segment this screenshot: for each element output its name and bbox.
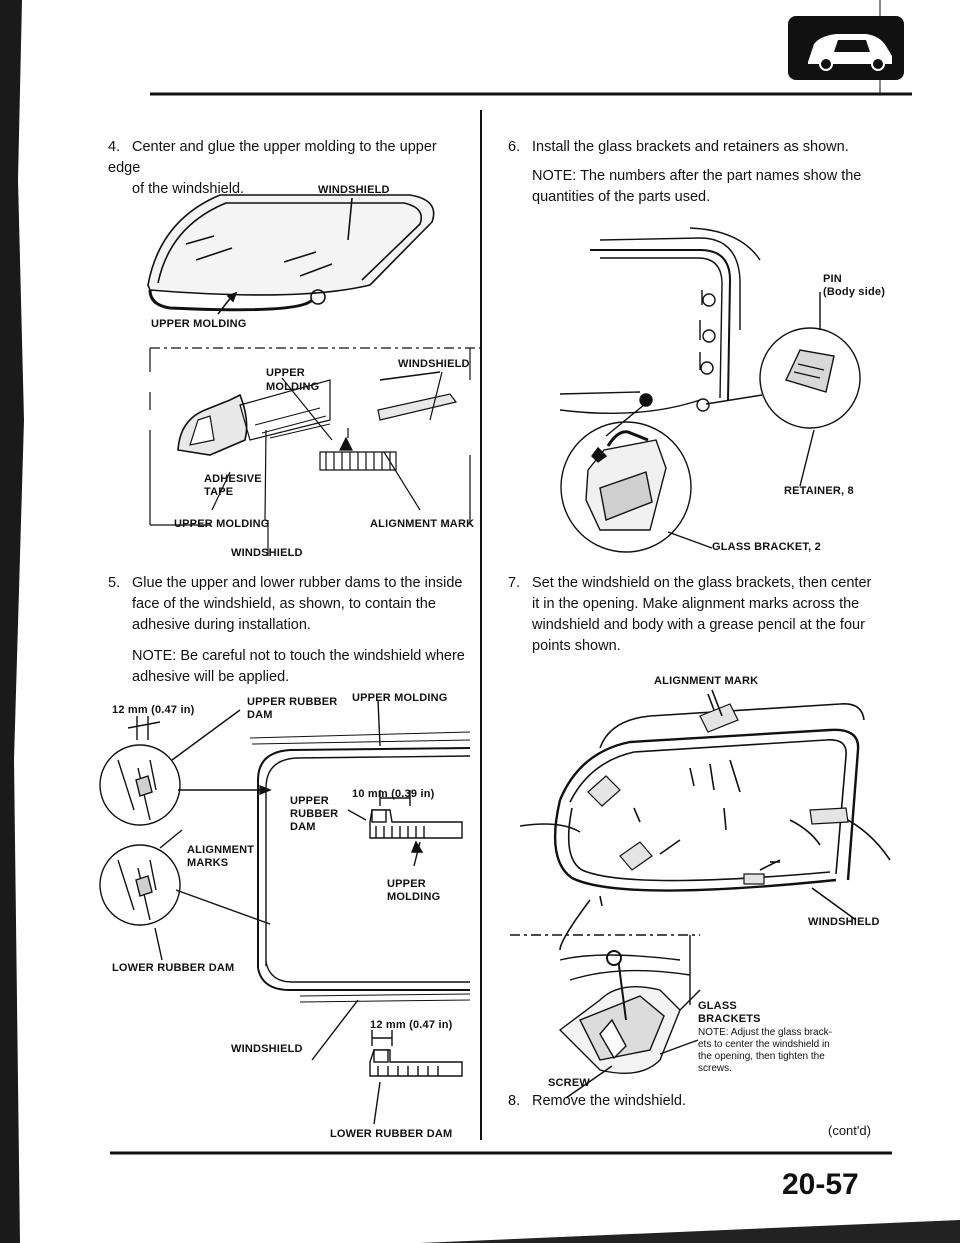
fig2-upper-label: UPPER [266,367,305,380]
fig5-alignment-mark-label: ALIGNMENT MARK [654,675,758,688]
fig6-note: NOTE: Adjust the glass brack- ets to cen… [698,1027,888,1075]
fig3-upper-molding-label: UPPER MOLDING [352,692,448,705]
fig2-tape-label: TAPE [204,486,233,499]
step-text: Set the windshield on the glass brackets… [532,575,871,591]
fig2-adhesive-label: ADHESIVE [204,473,262,486]
step-6: 6.Install the glass brackets and retaine… [508,137,888,208]
fig3-lower-rubber-dam-label: LOWER RUBBER DAM [112,962,234,975]
step-number: 7. [508,573,532,594]
step-text: windshield and body with a grease pencil… [508,615,888,636]
fig6-note-line: NOTE: Adjust the glass brack- [698,1027,888,1039]
fig3-windshield-label: WINDSHIELD [231,1043,303,1056]
step-7: 7.Set the windshield on the glass bracke… [508,573,888,657]
fig6-note-line: screws. [698,1063,888,1075]
step-note: NOTE: Be careful not to touch the windsh… [108,646,468,667]
step-text: Install the glass brackets and retainers… [532,139,849,155]
fig1-windshield-label: WINDSHIELD [318,184,390,197]
fig3-upper-rubber-label: UPPER RUBBER [247,696,337,709]
fig6-screw-label: SCREW [548,1077,590,1090]
fig6-note-line: ets to center the windshield in [698,1039,888,1051]
fig5-windshield-label: WINDSHIELD [808,916,880,929]
fig2-windshield-bottom-label: WINDSHIELD [231,547,303,560]
fig4-retainer-label: RETAINER, 8 [784,485,854,498]
step-text: Remove the windshield. [532,1093,686,1109]
fig3-alignment-label: ALIGNMENT [187,844,254,857]
fig3-10mm-label: 10 mm (0.39 in) [352,788,434,801]
fig5-alignment-drawing [520,690,890,950]
step-number: 4. [108,137,132,158]
page-number: 20-57 [782,1168,859,1202]
step-number: 6. [508,137,532,158]
fig2-upper-molding-label: UPPER MOLDING [174,518,270,531]
fig3-12mm-top-label: 12 mm (0.47 in) [112,704,194,717]
step-5: 5.Glue the upper and lower rubber dams t… [108,573,468,688]
fig3-lower-rubber-dam-bottom-label: LOWER RUBBER DAM [330,1128,452,1141]
fig3-dam-in-label: DAM [290,821,316,834]
step-text: Glue the upper and lower rubber dams to … [132,575,462,591]
step-text: it in the opening. Make alignment marks … [508,594,888,615]
step-note: quantities of the parts used. [508,187,888,208]
step-text: of the windshield. [108,179,468,200]
fig3-marks-label: MARKS [187,857,228,870]
step-number: 5. [108,573,132,594]
bottom-band [420,1220,960,1243]
step-text: Center and glue the upper molding to the… [108,139,437,176]
fig1-windshield-drawing [148,195,434,314]
fig4-pin-label: PIN [823,273,842,286]
fig3-upper-right-label: UPPER [387,878,426,891]
fig3-upper-in-label: UPPER [290,795,329,808]
fig6-note-line: the opening, then tighten the [698,1051,888,1063]
fig4-glass-bracket-label: GLASS BRACKET, 2 [712,541,821,554]
fig6-brackets-label: BRACKETS [698,1013,761,1026]
fig3-dam-label: DAM [247,709,273,722]
fig4-body-side-label: (Body side) [823,286,885,299]
fig3-12mm-bottom-label: 12 mm (0.47 in) [370,1019,452,1032]
continued-label: (cont'd) [828,1123,871,1138]
step-note: NOTE: The numbers after the part names s… [508,166,888,187]
step-number: 8. [508,1091,532,1112]
step-text: adhesive during installation. [108,615,468,636]
step-8: 8.Remove the windshield. [508,1091,888,1112]
step-note: adhesive will be applied. [108,667,468,688]
fig3-rubber-in-label: RUBBER [290,808,338,821]
fig2-windshield-label: WINDSHIELD [398,358,470,371]
fig3-molding-right-label: MOLDING [387,891,440,904]
step-text: points shown. [508,636,888,657]
fig3-rubber-dam-drawing [100,700,470,1124]
fig4-bracket-drawing [560,228,860,552]
binding-edge [0,0,24,1243]
fig2-molding-label: MOLDING [266,381,319,394]
step-4: 4.Center and glue the upper molding to t… [108,137,468,200]
fig1-upper-molding-label: UPPER MOLDING [151,318,247,331]
fig2-alignment-mark-label: ALIGNMENT MARK [370,518,474,531]
fig6-screw-bracket-drawing [510,935,700,1098]
car-body-icon [788,16,904,80]
fig6-glass-label: GLASS [698,1000,737,1013]
step-text: face of the windshield, as shown, to con… [108,594,468,615]
